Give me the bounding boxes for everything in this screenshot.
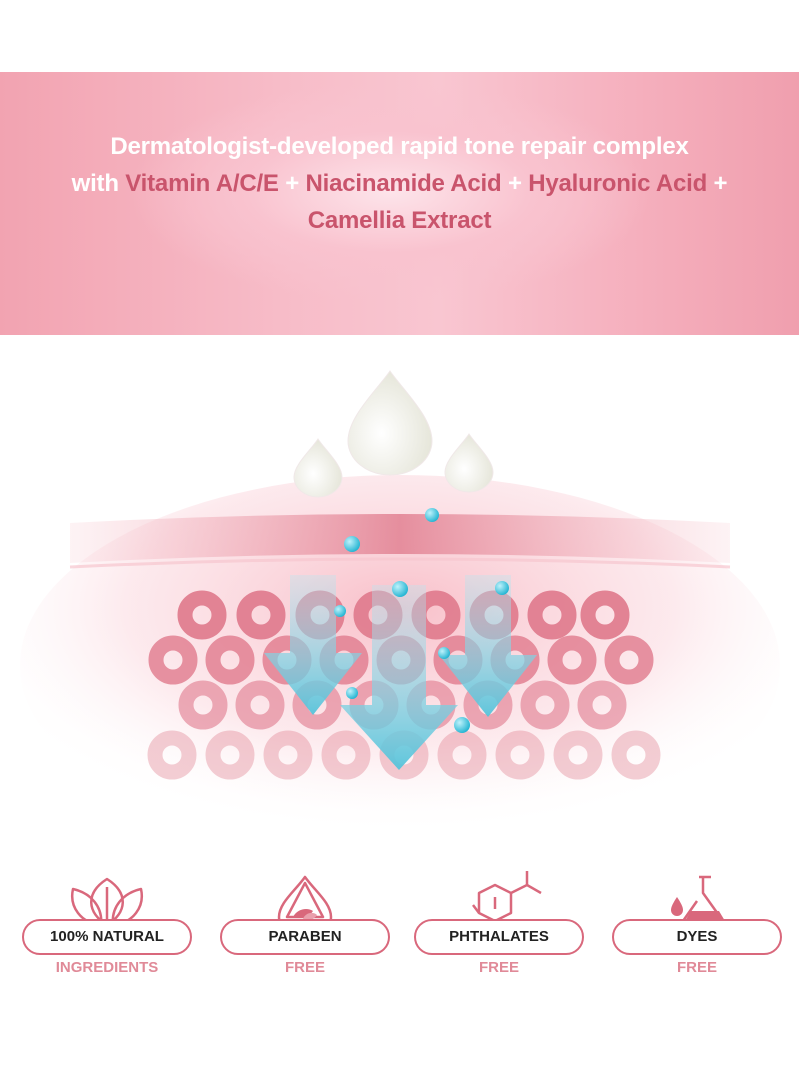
molecule [495, 581, 509, 595]
arrow-right [439, 575, 537, 717]
ingredient-camellia: Camellia Extract [307, 207, 492, 234]
badge-sublabel: INGREDIENTS [55, 959, 159, 976]
certification-badges: 100% NATURAL INGREDIENTS PARABEN FREE PH… [0, 855, 799, 985]
plus-sign: + [278, 170, 306, 197]
headline: Dermatologist-developed rapid tone repai… [0, 128, 799, 239]
skin-cell [527, 590, 577, 640]
skin-cell [177, 590, 227, 640]
serum-drops [293, 370, 494, 498]
badge-sublabel: FREE [676, 959, 717, 976]
skin-cell [495, 730, 545, 780]
header-banner [0, 72, 799, 335]
skin-cell [520, 680, 570, 730]
skin-cell [580, 590, 630, 640]
badge-label: DYES [612, 919, 782, 955]
active-molecules [334, 508, 509, 733]
skin-cell [547, 635, 597, 685]
skin-cell [437, 730, 487, 780]
skin-cell [236, 590, 286, 640]
badge-phthalates-free: PHTHALATES FREE [414, 855, 584, 985]
skin-cell [263, 730, 313, 780]
skin-cell [148, 635, 198, 685]
badge-sublabel: FREE [284, 959, 325, 976]
skin-absorption-illustration [20, 370, 780, 845]
molecule [334, 605, 346, 617]
skin-cell [205, 730, 255, 780]
badge-natural: 100% NATURAL INGREDIENTS [22, 855, 192, 985]
headline-prefix: with [71, 170, 126, 197]
plus-sign: + [501, 170, 529, 197]
ingredient-niacinamide: Niacinamide Acid [305, 170, 502, 197]
molecule [438, 647, 450, 659]
absorption-arrows [264, 575, 537, 770]
skin-cell [321, 730, 371, 780]
skin-cell [205, 635, 255, 685]
plus-sign: + [707, 170, 728, 197]
molecule-icon [472, 871, 542, 923]
flask-icon [671, 875, 725, 923]
badge-paraben-free: PARABEN FREE [220, 855, 390, 985]
badge-label: 100% NATURAL [22, 919, 192, 955]
skin-cell [147, 730, 197, 780]
skin-line [69, 557, 731, 569]
headline-line-2: with Vitamin A/C/E + Niacinamide Acid + … [0, 165, 799, 202]
arrow-center [340, 585, 458, 770]
ingredient-hyaluronic: Hyaluronic Acid [528, 170, 708, 197]
skin-cell [577, 680, 627, 730]
skin-cell [235, 680, 285, 730]
badge-label: PARABEN [220, 919, 390, 955]
arrow-left [264, 575, 362, 715]
headline-line-1: Dermatologist-developed rapid tone repai… [110, 133, 689, 160]
molecule [454, 717, 470, 733]
molecule [346, 687, 358, 699]
molecule [425, 508, 439, 522]
skin-cell [178, 680, 228, 730]
drop-large [347, 370, 433, 476]
badge-label: PHTHALATES [414, 919, 584, 955]
ingredient-vitamin: Vitamin A/C/E [125, 170, 279, 197]
drop-small-right [444, 433, 494, 493]
molecule [392, 581, 408, 597]
badge-dyes-free: DYES FREE [612, 855, 782, 985]
skin-surface-band [70, 514, 730, 563]
skin-cell [611, 730, 661, 780]
skin-cell [553, 730, 603, 780]
badge-sublabel: FREE [478, 959, 519, 976]
skin-cell [604, 635, 654, 685]
paraben-drop-icon [277, 875, 333, 933]
drop-small-left [293, 438, 343, 498]
molecule [344, 536, 360, 552]
